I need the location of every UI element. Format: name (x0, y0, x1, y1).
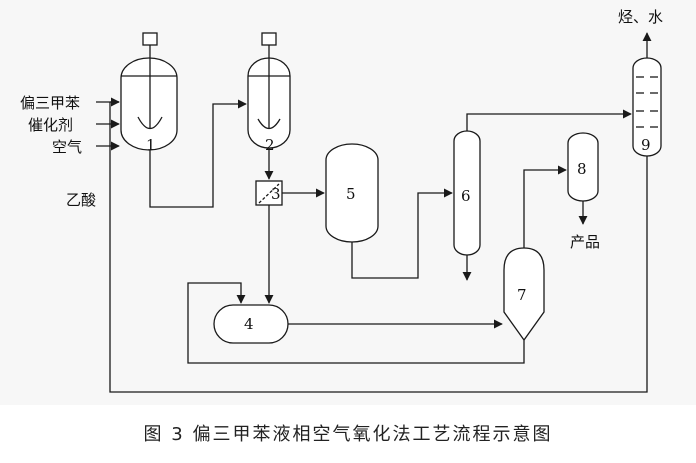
unit-7-label: 7 (517, 286, 527, 304)
reactor-2-motor (261, 32, 277, 46)
separator-7-body (503, 247, 545, 342)
separator-7: 7 (503, 247, 545, 342)
label-acetic-acid: 乙酸 (66, 191, 96, 209)
reactor-2: 2 (247, 32, 291, 154)
line-r1-to-r2 (149, 99, 247, 208)
vessel-8: 8 (567, 132, 599, 202)
unit-3-label: 3 (271, 185, 281, 203)
line-s7-to-v8 (523, 165, 567, 248)
line-c6-to-c9 (466, 109, 632, 131)
line-acetic-acid-recycle (109, 102, 648, 393)
unit-4-label: 4 (244, 315, 254, 333)
unit-9-label: 9 (641, 136, 651, 154)
reactor-1-vessel (120, 57, 178, 151)
unit-8-label: 8 (577, 160, 587, 178)
unit-1-label: 1 (146, 136, 156, 154)
label-hydrocarbon-water: 烃、水 (618, 8, 663, 26)
line-s7-recycle (187, 282, 525, 364)
label-air: 空气 (52, 138, 82, 156)
reactor-1-motor (142, 32, 158, 46)
reactor-2-agitator-blade (257, 118, 281, 130)
figure-caption: 图 3 偏三甲苯液相空气氧化法工艺流程示意图 (143, 424, 553, 445)
reactor-1: 1 (120, 32, 178, 154)
vessel-5: 5 (325, 143, 379, 243)
tank-4: 4 (213, 304, 289, 344)
unit-5-label: 5 (346, 185, 356, 203)
unit-6-label: 6 (461, 187, 471, 205)
feed-lines (96, 97, 120, 151)
label-product: 产品 (570, 233, 600, 251)
unit-2-label: 2 (265, 136, 275, 154)
line-v5-to-c6 (351, 188, 453, 279)
label-pseudocumene: 偏三甲苯 (20, 94, 80, 112)
process-flow-diagram: 1 2 3 5 6 8 (20, 8, 663, 393)
reactor-1-agitator-blade (137, 116, 163, 130)
label-catalyst: 催化剂 (28, 116, 73, 134)
filter-3: 3 (255, 180, 283, 206)
column-9: 9 (632, 57, 662, 157)
column-6: 6 (453, 130, 481, 256)
